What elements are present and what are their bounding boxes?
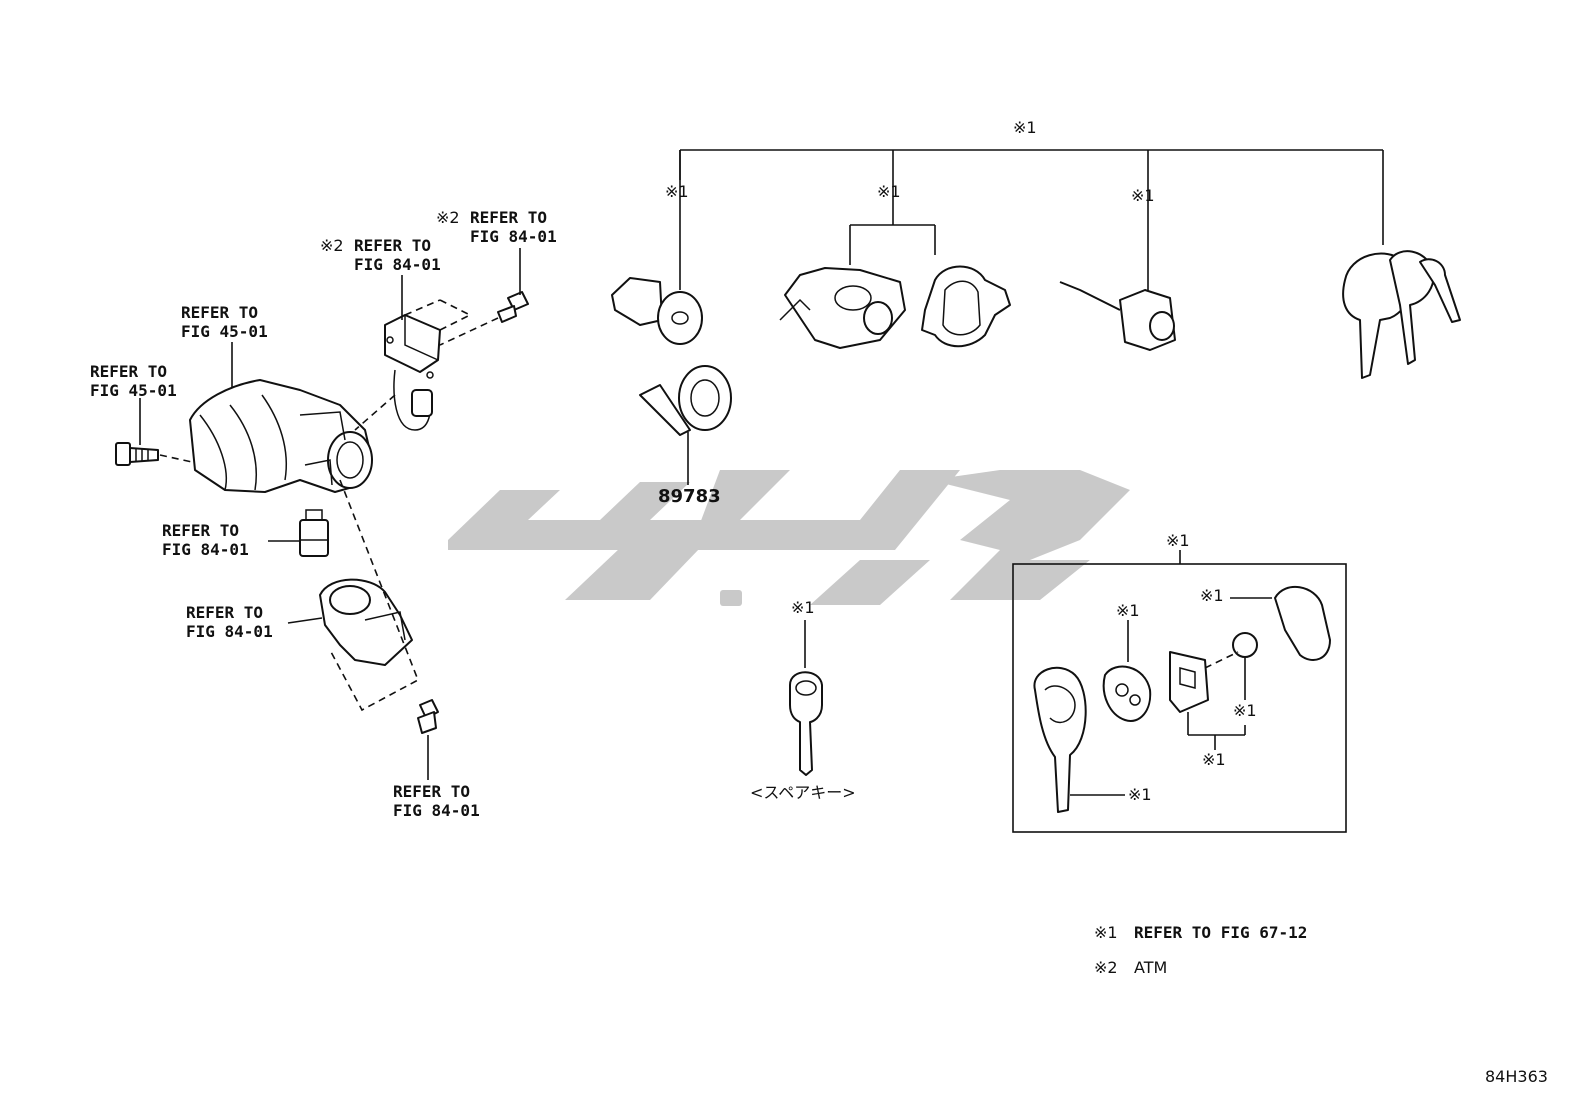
screw-cover [417, 699, 439, 734]
switch-connector [299, 509, 329, 557]
label-atm-b-line1: REFER TO [470, 208, 547, 227]
key-set-top [1342, 250, 1461, 379]
shift-lock-solenoid [354, 299, 471, 431]
label-refer-fig-84-01-c-line1: REFER TO [393, 782, 470, 801]
mark1-door-cylinder: ※1 [665, 182, 689, 201]
legend-text-2: ATM [1134, 958, 1167, 977]
legend-mark-1: ※1 [1094, 923, 1118, 942]
legend: ※1 REFER TO FIG 67-12 ※2 ATM [1094, 923, 1307, 977]
mark1-battery: ※1 [1233, 701, 1257, 720]
bracket-set [679, 149, 1384, 295]
key-cylinder-cover [319, 479, 420, 712]
steering-lock-housing [189, 379, 373, 493]
label-refer-fig-45-01-a-line1: REFER TO [181, 303, 258, 322]
label-refer-fig-45-01-a-line2: FIG 45-01 [181, 322, 268, 341]
glove-box-lock-cylinder [1059, 281, 1176, 351]
cylinder-gasket [921, 265, 1011, 348]
label-atm-a-line1: REFER TO [354, 236, 431, 255]
mark1-back-door: ※1 [877, 182, 901, 201]
back-door-lock-cylinder [779, 267, 906, 349]
spare-key-label: <スペアキー> [750, 783, 856, 802]
mark1-key-box: ※1 [1166, 531, 1190, 550]
mark1-cover: ※1 [1116, 601, 1140, 620]
label-refer-fig-45-01-b-line2: FIG 45-01 [90, 381, 177, 400]
spare-key [789, 620, 823, 776]
transmitter-key-box [1012, 550, 1347, 833]
mark1-top: ※1 [1013, 118, 1037, 137]
mark1-case: ※1 [1200, 586, 1224, 605]
bolt-left [115, 442, 193, 466]
label-refer-fig-84-01-a-line1: REFER TO [162, 521, 239, 540]
screw-solenoid [439, 291, 529, 346]
label-atm-mark-b: ※2 [436, 208, 460, 227]
label-refer-fig-45-01-b-line1: REFER TO [90, 362, 167, 381]
label-atm-a-line2: FIG 84-01 [354, 255, 441, 274]
label-refer-fig-84-01-c-line2: FIG 84-01 [393, 801, 480, 820]
label-atm-mark-a: ※2 [320, 236, 344, 255]
door-lock-cylinder [611, 277, 703, 345]
watermark-logo [448, 470, 1130, 606]
label-refer-fig-84-01-a-line2: FIG 84-01 [162, 540, 249, 559]
diagram-code: 84H363 [1485, 1067, 1548, 1086]
mark1-spare-key: ※1 [791, 598, 815, 617]
label-refer-fig-84-01-b-line2: FIG 84-01 [186, 622, 273, 641]
mark1-glove-box: ※1 [1131, 186, 1155, 205]
leader-lines-left [139, 248, 521, 780]
mark1-key-blank: ※1 [1128, 785, 1152, 804]
ignition-ring [639, 365, 732, 485]
legend-text-1: REFER TO FIG 67-12 [1134, 923, 1307, 942]
label-refer-fig-84-01-b-line1: REFER TO [186, 603, 263, 622]
label-atm-b-line2: FIG 84-01 [470, 227, 557, 246]
part-number-label: 89783 [658, 486, 721, 507]
mark1-board: ※1 [1202, 750, 1226, 769]
legend-mark-2: ※2 [1094, 958, 1118, 977]
